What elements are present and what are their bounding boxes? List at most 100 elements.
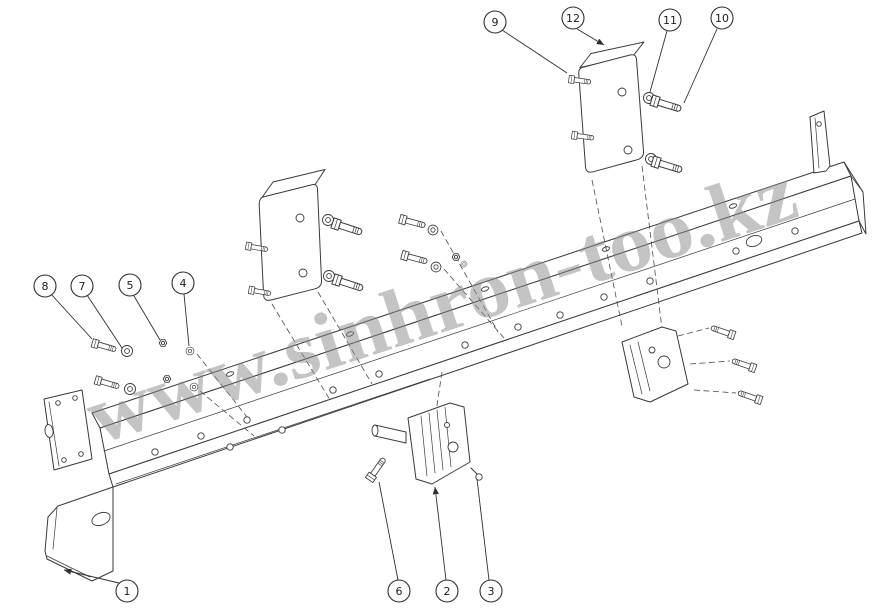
callout-8: 8	[33, 274, 57, 298]
leader-line-4	[183, 293, 190, 347]
bolt-hole	[648, 346, 656, 354]
spacer-block-left	[244, 169, 365, 301]
alignment-line	[689, 360, 731, 365]
right-bracket	[621, 323, 764, 406]
oval-hole	[745, 234, 763, 248]
callout-4: 4	[171, 271, 195, 295]
bolt-hole	[791, 227, 799, 235]
alignment-line	[196, 353, 248, 418]
alignment-line	[443, 268, 505, 339]
bracket-rib	[428, 412, 436, 474]
bolt-hole	[375, 370, 383, 378]
callout-circle	[387, 579, 411, 603]
bolt-hole	[556, 311, 564, 319]
bolt-hole	[61, 457, 67, 463]
leader-line-1	[63, 568, 120, 584]
callout-7: 7	[70, 274, 94, 298]
hitch-hole	[657, 355, 671, 369]
bracket-rib	[444, 406, 452, 468]
bolt-hole	[461, 341, 469, 349]
leader-line-9	[501, 29, 568, 74]
leader-line-10	[683, 28, 718, 104]
leader-line-2	[432, 486, 447, 581]
bolt-hole	[295, 213, 305, 223]
alignment-line	[440, 230, 499, 333]
beam-right-end	[843, 161, 867, 235]
crossmember-beam	[43, 110, 867, 582]
alignment-line	[199, 390, 255, 437]
leader-line-6	[378, 481, 399, 581]
left-end-plate-edge	[48, 401, 60, 467]
leader-line-5	[133, 295, 161, 341]
bracket-rib	[629, 344, 643, 395]
end-tab-edge	[814, 117, 820, 169]
bolt-hole	[646, 277, 654, 285]
alignment-line	[435, 371, 443, 413]
bolt-hole	[617, 87, 627, 97]
web-holes	[91, 227, 799, 527]
callout-2-label: 2	[444, 585, 451, 598]
bolt-hole	[514, 323, 522, 331]
callout-5-label: 5	[127, 279, 134, 292]
alignment-line	[677, 327, 710, 337]
callout-circle	[171, 271, 195, 295]
callout-3-label: 3	[488, 585, 495, 598]
callout-circle	[561, 6, 585, 30]
washer-icon	[121, 345, 133, 357]
callout-7-label: 7	[79, 280, 86, 293]
fold-edge	[52, 507, 58, 550]
callout-10-label: 10	[715, 12, 729, 25]
callout-6: 6	[387, 579, 411, 603]
callout-circle	[118, 273, 142, 297]
bracket-rib	[436, 409, 444, 471]
callout-10: 10	[710, 6, 734, 30]
slot-hole	[44, 424, 54, 438]
bracket-plate	[621, 326, 689, 403]
callout-1: 1	[115, 579, 139, 603]
bolt-hole	[480, 286, 490, 292]
beam-right-end-edge	[850, 175, 864, 193]
callout-circle	[658, 8, 682, 32]
callout-12: 12	[561, 6, 585, 30]
bolt-hole	[600, 293, 608, 301]
bolt-hole	[345, 331, 355, 337]
bolt-hole	[278, 426, 286, 434]
left-end-plate	[43, 389, 93, 471]
alignment-line	[641, 165, 663, 330]
callout-2: 2	[435, 579, 459, 603]
alignment-line	[317, 291, 373, 385]
bolt-hole	[329, 386, 337, 394]
bolt-hole	[151, 448, 159, 456]
leader-line-12	[576, 28, 605, 46]
hitch-hole	[447, 441, 459, 453]
block-front-face	[578, 54, 645, 173]
callout-11: 11	[658, 8, 682, 32]
end-tab-bracket	[809, 110, 831, 174]
small-screw	[470, 467, 483, 481]
callout-8-label: 8	[42, 280, 49, 293]
callout-4-label: 4	[180, 277, 187, 290]
callout-5: 5	[118, 273, 142, 297]
callout-1-label: 1	[124, 585, 131, 598]
leader-lines	[50, 28, 718, 584]
callout-circle	[435, 579, 459, 603]
callout-circle	[70, 274, 94, 298]
bottom-flange-inner-edge	[115, 378, 431, 485]
callout-circle	[33, 274, 57, 298]
fold-lip	[46, 555, 91, 578]
bolt-hole	[728, 203, 738, 209]
callout-9-label: 9	[492, 16, 499, 29]
callout-9: 9	[483, 10, 507, 34]
beam-bottom-flange	[108, 220, 863, 488]
callout-6-label: 6	[396, 585, 403, 598]
bolt-hole	[298, 268, 308, 278]
bracket-rib	[420, 415, 428, 477]
leader-line-3	[476, 478, 490, 581]
callout-circle	[479, 579, 503, 603]
bolt-hole	[816, 121, 822, 127]
bolt-hole	[444, 422, 450, 428]
bolt-hole	[732, 247, 740, 255]
washer-icon	[427, 224, 439, 236]
